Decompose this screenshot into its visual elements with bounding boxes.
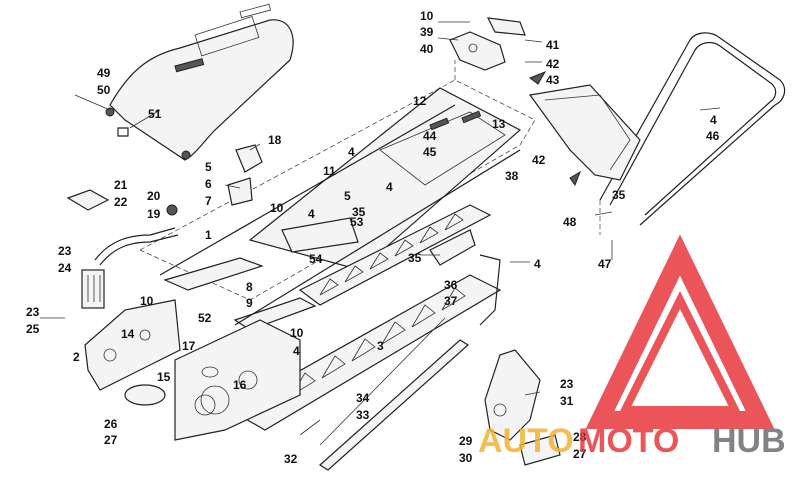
rear-bumper (599, 32, 786, 235)
callout-c2: 2 (73, 350, 80, 364)
side-bracket (429, 229, 501, 326)
chassis-side-plate (174, 319, 301, 441)
seat-assembly (74, 3, 294, 161)
callout-c4f: 4 (293, 344, 300, 358)
callout-c48: 48 (563, 215, 577, 229)
callout-c42a: 42 (546, 57, 560, 71)
callout-c45: 45 (423, 145, 437, 159)
callout-c38: 38 (505, 169, 519, 183)
small-cover (66, 189, 110, 211)
callout-c32: 32 (284, 452, 298, 466)
callout-c34: 34 (356, 391, 370, 405)
callout-c35a: 35 (612, 188, 626, 202)
left-side-panel (84, 299, 181, 391)
callout-c28: 28 (573, 430, 587, 444)
callout-c10b: 10 (270, 201, 284, 215)
callout-c36: 36 (444, 278, 458, 292)
callout-c24: 24 (58, 261, 72, 275)
callout-c9: 9 (246, 296, 253, 310)
callout-c8: 8 (246, 280, 253, 294)
callout-c12: 12 (413, 94, 427, 108)
callout-c5a: 5 (205, 160, 212, 174)
callout-c44: 44 (423, 129, 437, 143)
watermark-word-hub: HUB (712, 422, 786, 460)
callout-c6: 6 (205, 177, 212, 191)
callout-c41: 41 (546, 38, 560, 52)
callout-c15: 15 (157, 370, 171, 384)
callout-c4a: 4 (710, 113, 717, 127)
callout-c10c: 10 (140, 294, 154, 308)
leader-lines (40, 21, 721, 396)
callout-c4c: 4 (386, 180, 393, 194)
callout-c21: 21 (114, 178, 128, 192)
callout-c23a: 23 (58, 244, 72, 258)
callout-c4e: 4 (534, 257, 541, 271)
callout-c3: 3 (377, 339, 384, 353)
callout-c35c: 35 (408, 251, 422, 265)
callout-c27a: 27 (104, 433, 118, 447)
callout-c14: 14 (121, 327, 135, 341)
footrest (124, 384, 166, 406)
callout-c17: 17 (182, 339, 196, 353)
callout-c16: 16 (233, 378, 247, 392)
callout-c31: 31 (560, 394, 574, 408)
callout-c10a: 10 (420, 9, 434, 23)
hitch-bracket (449, 17, 526, 71)
callout-c27b: 27 (573, 447, 587, 461)
watermark-word-auto: AUTO (478, 422, 574, 460)
callout-c35b: 35 (352, 205, 366, 219)
rail-tube (299, 317, 469, 471)
callout-c51: 51 (148, 107, 162, 121)
callout-c5b: 5 (344, 189, 351, 203)
tunnel-assembly (139, 60, 536, 431)
callout-c47: 47 (598, 257, 612, 271)
callout-c1: 1 (205, 228, 212, 242)
callout-c4d: 4 (308, 207, 315, 221)
callout-c23b: 23 (26, 305, 40, 319)
callout-c22: 22 (114, 195, 128, 209)
callout-c23c: 23 (560, 377, 574, 391)
callout-c20: 20 (147, 189, 161, 203)
watermark-word-moto: MOTO (578, 422, 679, 460)
callout-c43: 43 (546, 73, 560, 87)
callout-c30: 30 (459, 451, 473, 465)
callout-c53: 53 (350, 215, 364, 229)
callout-c7: 7 (205, 194, 212, 208)
grab-handle (81, 204, 179, 309)
callout-c39: 39 (420, 25, 434, 39)
callout-c29: 29 (459, 434, 473, 448)
callout-c52: 52 (198, 311, 212, 325)
callout-c37: 37 (444, 294, 458, 308)
callout-c13: 13 (492, 117, 506, 131)
callout-c11: 11 (323, 164, 336, 178)
callout-c49: 49 (97, 66, 111, 80)
callout-c50: 50 (97, 83, 111, 97)
watermark-triangle-outer (585, 234, 775, 429)
automotohub-watermark: AUTO MOTO HUB (478, 234, 786, 460)
callout-c25: 25 (26, 322, 40, 336)
callout-c33: 33 (356, 408, 370, 422)
callout-c46: 46 (706, 129, 720, 143)
watermark-triangle-inner (618, 291, 742, 414)
callout-c10d: 10 (290, 326, 304, 340)
callout-c19: 19 (147, 207, 161, 221)
callout-c4b: 4 (348, 145, 355, 159)
callout-c54: 54 (309, 252, 323, 266)
clip-part (227, 144, 263, 206)
callout-c18: 18 (268, 133, 282, 147)
mud-guard (484, 349, 561, 466)
callout-c26: 26 (104, 417, 118, 431)
callout-c42b: 42 (532, 153, 546, 167)
rear-flap (528, 70, 641, 187)
callout-c40: 40 (420, 42, 434, 56)
